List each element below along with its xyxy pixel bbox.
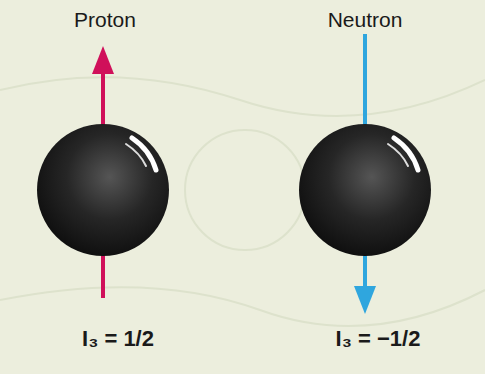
particle-name: Proton — [74, 8, 136, 32]
isospin-value: I₃ = −1/2 — [336, 326, 421, 352]
highlight — [388, 144, 408, 166]
proton-sphere — [37, 124, 169, 256]
isospin-value: I₃ = 1/2 — [82, 326, 154, 352]
particle-name: Neutron — [328, 8, 403, 32]
highlight — [394, 138, 418, 170]
background-pattern — [0, 77, 485, 326]
highlight — [132, 138, 156, 170]
neutron-sphere — [299, 124, 431, 256]
highlight — [126, 144, 146, 166]
